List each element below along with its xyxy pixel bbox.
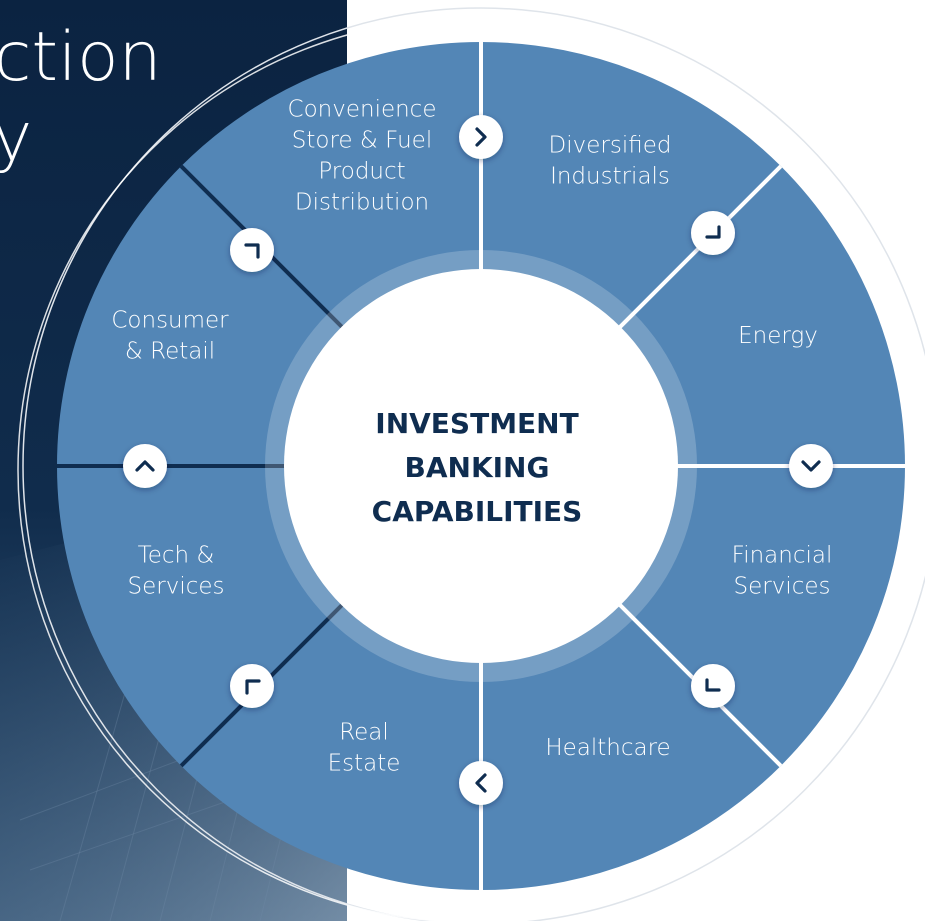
- corner-down-left-icon: [691, 211, 735, 255]
- wheel-segment: [181, 42, 482, 360]
- segment-label-line: Tech &: [138, 543, 215, 569]
- badge-arrow: [801, 460, 821, 472]
- segment-label-line: Healthcare: [545, 735, 670, 761]
- badge-arrow: [244, 243, 260, 259]
- segment-label-line: & Retail: [125, 339, 215, 365]
- arrow-badges: [123, 115, 833, 805]
- background-title-fragment-2: y: [0, 98, 32, 177]
- center-title-line-2: BANKING: [405, 451, 550, 484]
- corner-up-left-icon: [230, 664, 274, 708]
- corner-up-right-icon: [230, 228, 274, 272]
- center-title-line-3: CAPABILITIES: [372, 495, 583, 528]
- segment-label-line: Energy: [738, 323, 818, 349]
- badge-disc: [459, 115, 503, 159]
- badge-disc: [230, 664, 274, 708]
- chevron-right-icon: [459, 115, 503, 159]
- badge-disc: [789, 444, 833, 488]
- badge-arrow: [705, 225, 721, 239]
- segment-label-line: Financial: [732, 543, 833, 569]
- badge-disc: [691, 211, 735, 255]
- segment-label-line: Estate: [328, 751, 401, 777]
- wheel-segments: [57, 42, 905, 890]
- segment-label: Consumer & Retail: [111, 308, 229, 365]
- center-disc: [284, 269, 678, 663]
- center-title-line-1: INVESTMENT: [375, 407, 578, 440]
- chevron-left-icon: [459, 761, 503, 805]
- segment-label: Tech & Services: [128, 543, 225, 600]
- badge-arrow: [135, 460, 155, 472]
- badge-arrow: [475, 773, 487, 793]
- segment-label-line: Store & Fuel: [292, 128, 432, 154]
- segment-label-line: Consumer: [111, 308, 229, 334]
- wheel-segment: [587, 466, 905, 766]
- wheel-segment: [587, 166, 905, 467]
- wheel-segment: [181, 572, 482, 890]
- corner-down-right-icon: [691, 664, 735, 708]
- segment-label-line: Services: [128, 574, 225, 600]
- wheel-segment: [57, 166, 375, 467]
- chevron-down-icon: [789, 444, 833, 488]
- wheel-segment: [481, 42, 781, 360]
- segment-label-line: Distribution: [295, 190, 429, 216]
- segment-label: Healthcare: [545, 735, 670, 761]
- segment-label-line: Diversified: [549, 133, 672, 159]
- wheel-segment: [57, 466, 375, 766]
- badge-disc: [691, 664, 735, 708]
- segment-label-line: Industrials: [550, 164, 670, 190]
- badge-disc: [459, 761, 503, 805]
- segment-label: Energy: [738, 323, 818, 349]
- background-title-fragment: ction: [0, 18, 162, 97]
- badge-disc: [123, 444, 167, 488]
- segment-label-line: Convenience: [288, 97, 437, 123]
- segment-label-line: Services: [734, 574, 831, 600]
- outer-ring-light: [22, 7, 925, 921]
- badge-arrow: [705, 678, 721, 692]
- segment-label-line: Product: [318, 159, 405, 185]
- wheel-segment: [481, 572, 781, 890]
- badge-disc: [230, 228, 274, 272]
- segment-label-line: Real: [339, 720, 389, 746]
- badge-arrow: [475, 127, 487, 147]
- chevron-up-icon: [123, 444, 167, 488]
- badge-arrow: [245, 679, 261, 695]
- outer-ring-white: [17, 17, 923, 921]
